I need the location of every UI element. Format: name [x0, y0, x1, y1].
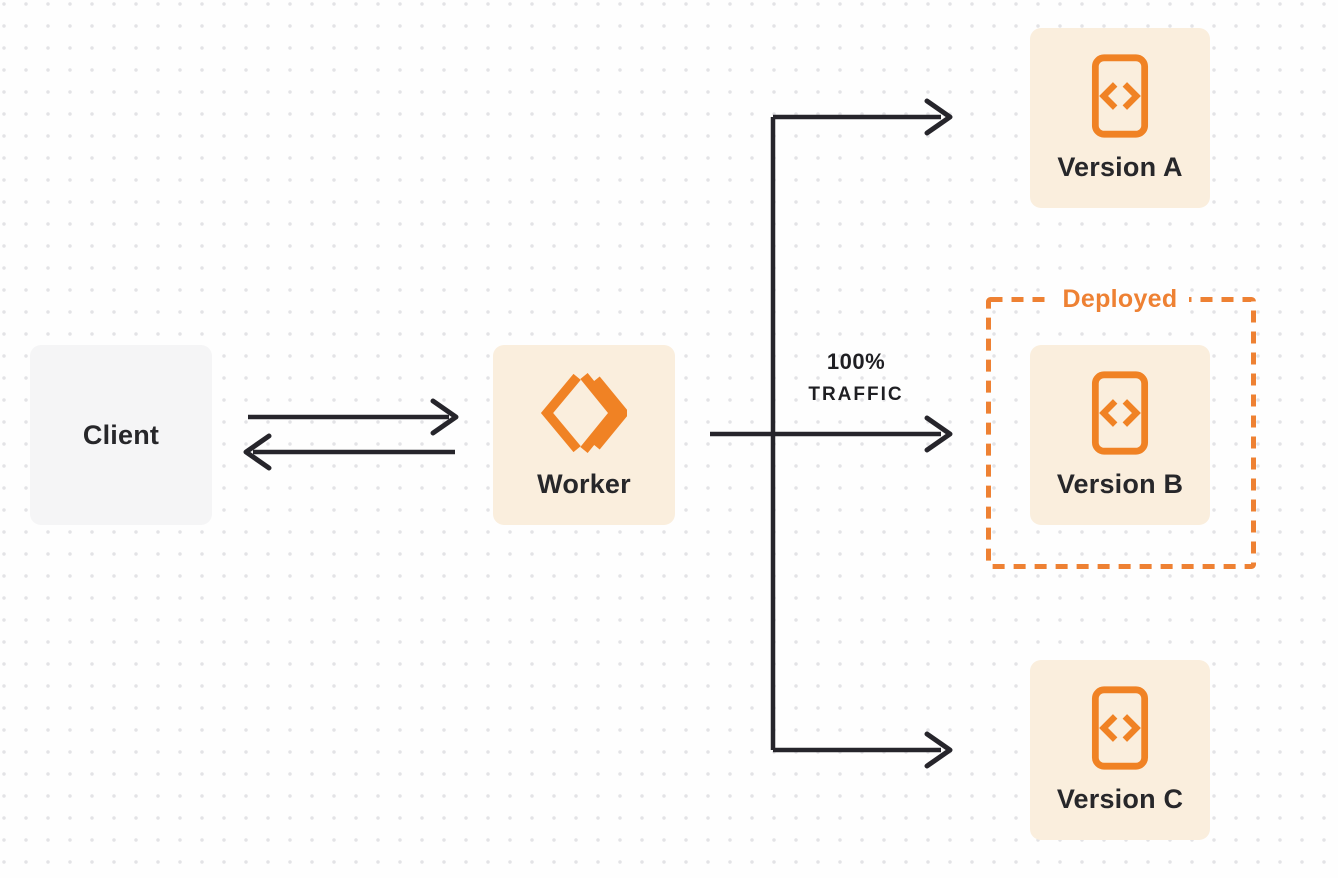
traffic-percent-value: 100% [826, 349, 886, 374]
worker-label: Worker [537, 469, 631, 499]
traffic-percentage-label: 100% TRAFFIC [756, 346, 956, 412]
deployed-group-caption: Deployed [986, 283, 1254, 315]
client-label: Client [82, 420, 160, 450]
version-a-node: Version A [1030, 28, 1210, 208]
version-b-node: Version B [1030, 345, 1210, 525]
client-to-worker-arrow [248, 398, 459, 436]
version-a-label: Version A [1057, 152, 1183, 182]
deployed-text: Deployed [1050, 283, 1190, 315]
code-document-icon [1091, 369, 1149, 457]
version-c-label: Version C [1056, 784, 1184, 814]
worker-to-version-a-arrow [773, 98, 953, 136]
version-c-node: Version C [1030, 660, 1210, 840]
worker-to-version-b-arrow [710, 415, 953, 453]
client-node: Client [30, 345, 212, 525]
worker-to-client-arrow [243, 433, 455, 471]
cloudflare-workers-icon [541, 369, 627, 457]
code-document-icon [1091, 684, 1149, 772]
worker-to-version-c-arrow [773, 731, 953, 769]
worker-node: Worker [493, 345, 675, 525]
traffic-word: TRAFFIC [808, 384, 904, 405]
version-b-label: Version B [1056, 469, 1184, 499]
code-document-icon [1091, 52, 1149, 140]
